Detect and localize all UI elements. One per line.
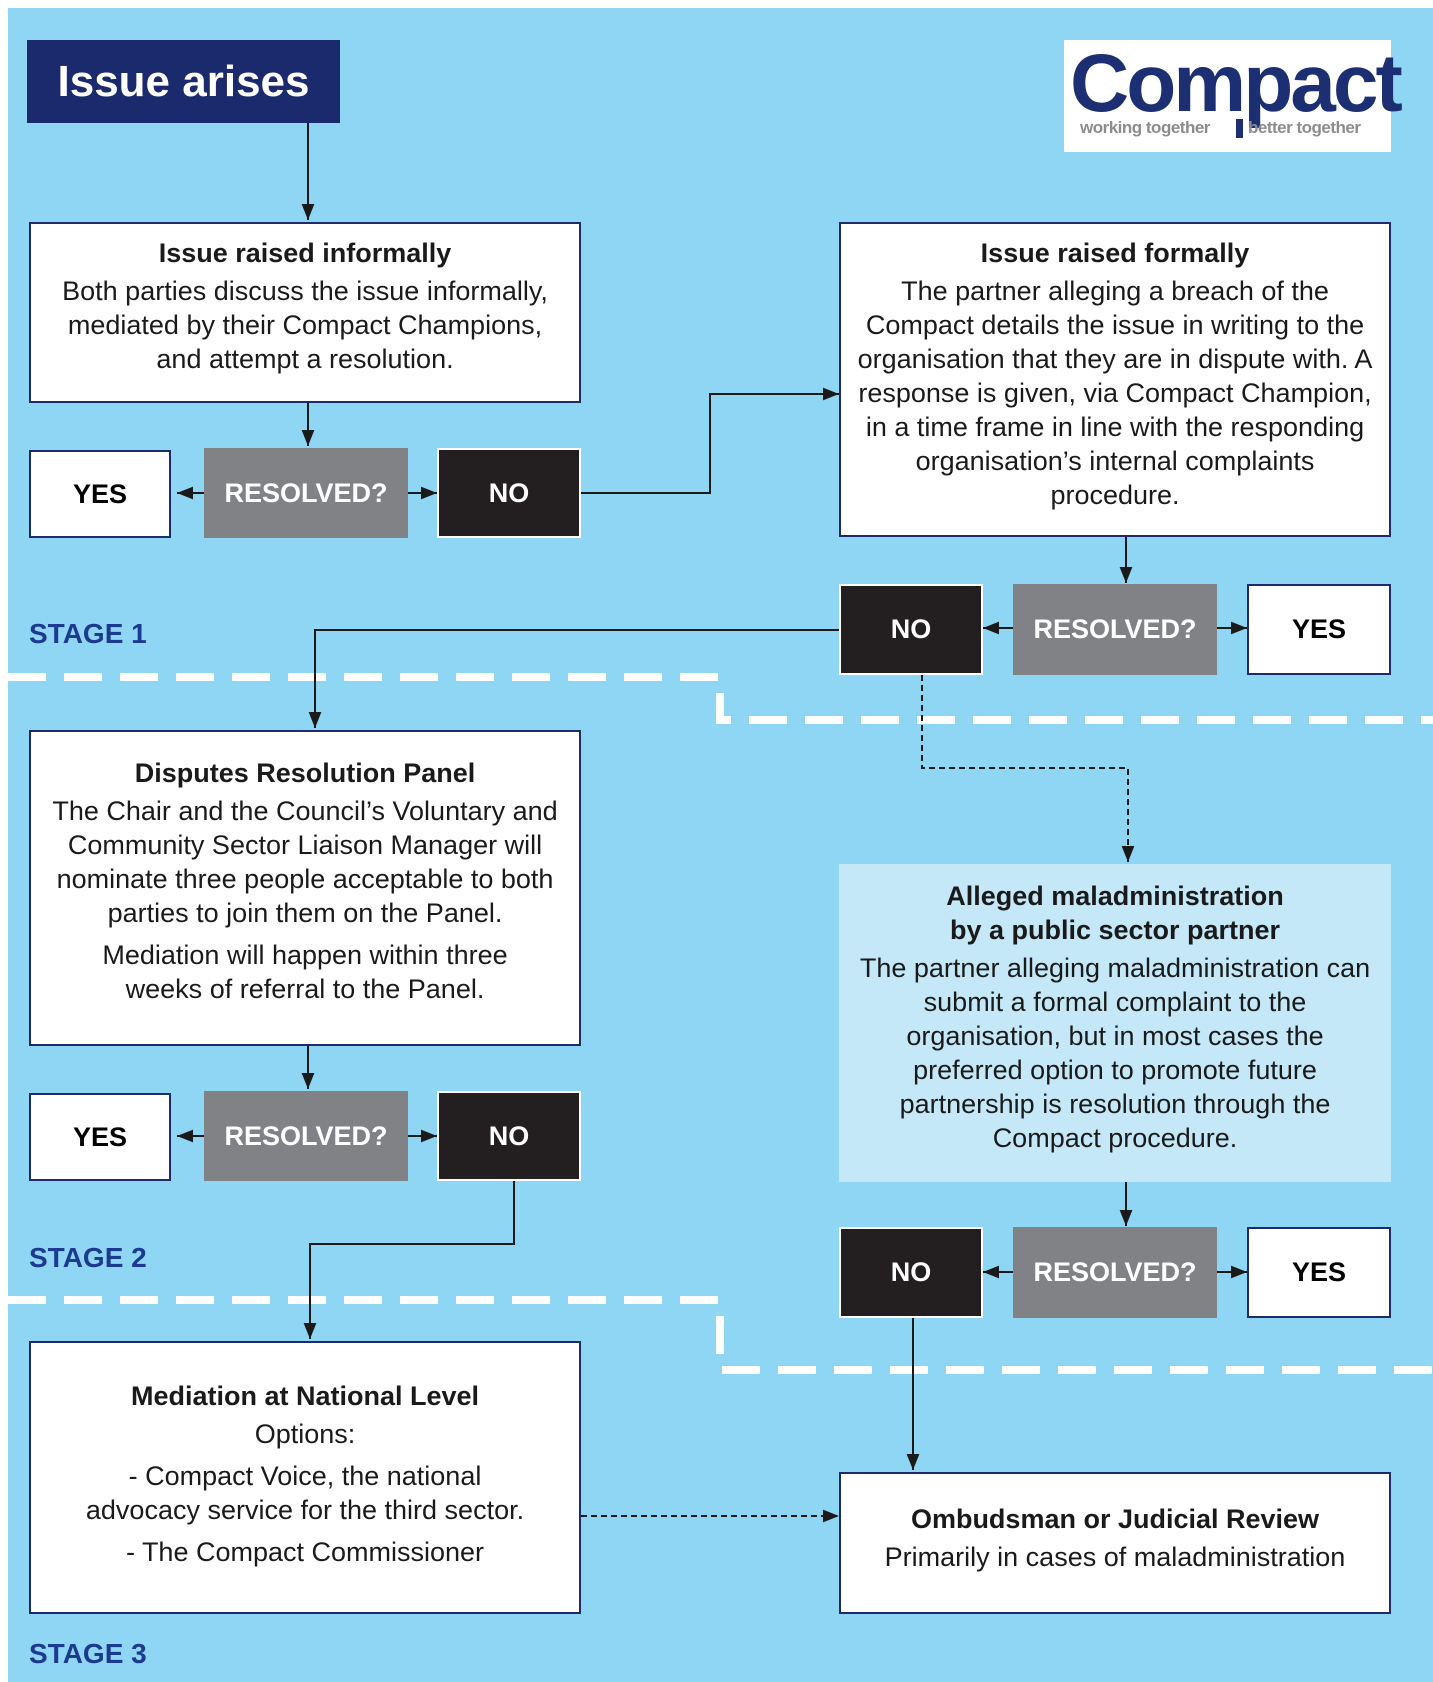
formal-title: Issue raised formally <box>980 238 1250 268</box>
no-label: NO <box>488 1120 530 1151</box>
ombudsman-box: Ombudsman or Judicial Review Primarily i… <box>839 1472 1391 1614</box>
logo-tagline-right: better together <box>1248 118 1361 137</box>
national-box: Mediation at National Level Options: - C… <box>29 1341 581 1614</box>
informal-yes-box: YES <box>29 450 171 538</box>
national-option-2: - The Compact Commissioner <box>125 1537 485 1567</box>
panel-body-2: Mediation will happen within three weeks… <box>102 940 508 1004</box>
national-title: Mediation at National Level <box>130 1381 480 1411</box>
informal-body: Both parties discuss the issue informall… <box>62 276 548 374</box>
maladmin-resolved-question: RESOLVED? <box>1013 1227 1217 1318</box>
arrow-no1-to-formal <box>581 387 839 494</box>
informal-resolved-question: RESOLVED? <box>204 448 408 538</box>
stage-2-label: STAGE 2 <box>29 1242 147 1273</box>
resolved-label: RESOLVED? <box>1033 1257 1197 1287</box>
stage2-divider <box>8 1296 1433 1374</box>
informal-no-box: NO <box>437 448 581 538</box>
informal-title: Issue raised informally <box>158 238 452 268</box>
logo-wordmark: Compact <box>1070 38 1403 129</box>
resolved-label: RESOLVED? <box>1033 614 1197 644</box>
panel-title: Disputes Resolution Panel <box>134 758 476 788</box>
panel-resolved-question: RESOLVED? <box>204 1091 408 1181</box>
no-label: NO <box>488 477 530 508</box>
formal-body: The partner alleging a breach of the Com… <box>857 276 1373 510</box>
arrow-no3-to-national <box>303 1181 515 1339</box>
compact-logo: Compact working together better together <box>1064 38 1403 152</box>
issue-arises-label: Issue arises <box>57 56 310 106</box>
maladmin-no-box: NO <box>839 1227 983 1318</box>
national-options-label: Options: <box>254 1419 356 1449</box>
panel-box: Disputes Resolution Panel The Chair and … <box>29 730 581 1046</box>
yes-label: YES <box>1291 614 1347 644</box>
informal-box: Issue raised informally Both parties dis… <box>29 222 581 403</box>
resolved-label: RESOLVED? <box>224 477 388 508</box>
stage1-divider <box>8 673 1433 724</box>
formal-resolved-question: RESOLVED? <box>1013 584 1217 675</box>
arrow-no2-to-maladmin <box>921 675 1135 862</box>
yes-label: YES <box>72 1121 128 1152</box>
logo-divider-bar <box>1236 119 1243 138</box>
formal-box: Issue raised formally The partner allegi… <box>839 222 1391 537</box>
maladmin-body: The partner alleging maladministration c… <box>859 953 1371 1153</box>
yes-label: YES <box>1291 1257 1347 1287</box>
ombudsman-title: Ombudsman or Judicial Review <box>910 1504 1320 1534</box>
panel-no-box: NO <box>437 1091 581 1181</box>
stage-1-label: STAGE 1 <box>29 618 147 649</box>
no-label: NO <box>890 614 932 644</box>
no-label: NO <box>890 1257 932 1287</box>
stage-3-label: STAGE 3 <box>29 1638 147 1669</box>
arrow-no2-to-panel <box>308 629 840 728</box>
formal-no-box: NO <box>839 584 983 675</box>
maladmin-yes-box: YES <box>1247 1227 1391 1318</box>
issue-arises-box: Issue arises <box>27 40 340 123</box>
panel-yes-box: YES <box>29 1093 171 1181</box>
maladmin-title: Alleged maladministration by a public se… <box>946 881 1284 945</box>
resolved-label: RESOLVED? <box>224 1120 388 1151</box>
panel-body-1: The Chair and the Council’s Voluntary an… <box>52 796 558 928</box>
ombudsman-body: Primarily in cases of maladministration <box>884 1542 1346 1572</box>
logo-tagline-left: working together <box>1080 118 1210 137</box>
yes-label: YES <box>72 478 128 509</box>
formal-yes-box: YES <box>1247 584 1391 675</box>
maladmin-box: Alleged maladministration by a public se… <box>839 864 1391 1182</box>
national-option-1: - Compact Voice, the national advocacy s… <box>85 1461 525 1525</box>
